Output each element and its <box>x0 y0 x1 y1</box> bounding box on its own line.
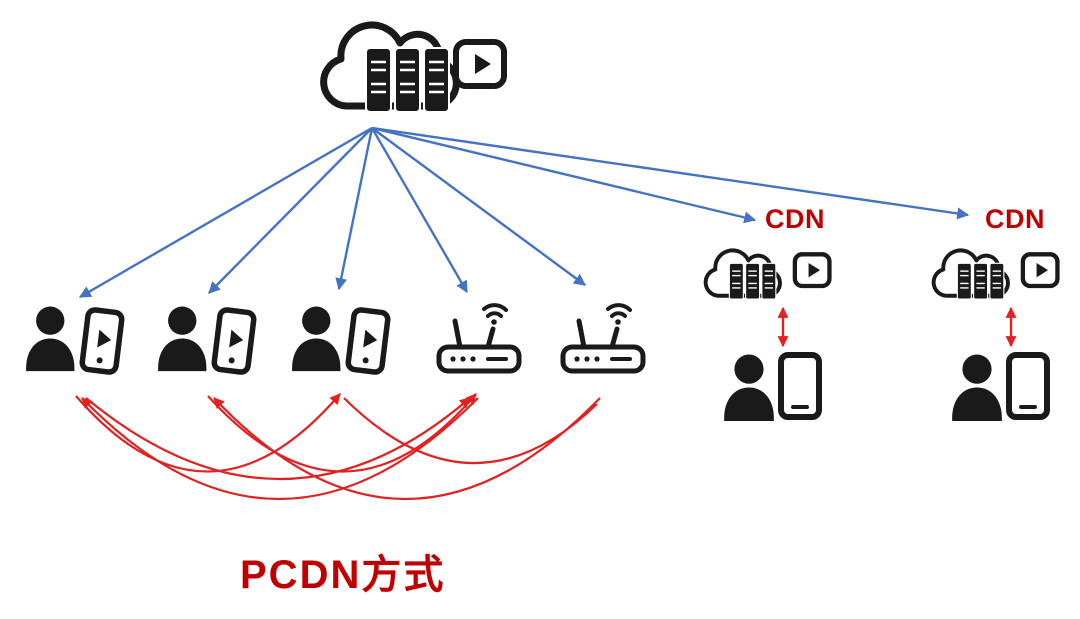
diagram-caption: PCDN方式 <box>240 553 446 597</box>
origin-video-player-icon <box>456 42 504 86</box>
smartphone-icon <box>781 355 819 417</box>
distribution-arrows <box>78 126 970 299</box>
origin-cloud-server-icon <box>324 25 457 112</box>
p2p-arrow <box>81 397 479 500</box>
person-icon <box>292 306 341 372</box>
distribution-arrow <box>371 126 757 224</box>
peer-user-2 <box>158 307 254 373</box>
origin-server <box>324 25 504 112</box>
person-icon <box>724 354 774 421</box>
cdn-node-2 <box>931 248 1058 421</box>
person-icon <box>26 306 75 372</box>
peer-user-1 <box>26 307 122 373</box>
distribution-arrow <box>371 126 970 220</box>
person-icon <box>158 306 207 372</box>
cdn-video-player-icon <box>1023 254 1058 286</box>
smartphone-icon <box>1009 355 1047 417</box>
cdn-node-1 <box>703 248 830 421</box>
distribution-arrow <box>335 127 374 291</box>
distribution-arrow <box>78 126 373 299</box>
distribution-arrow <box>370 127 469 294</box>
distribution-arrow <box>371 127 586 286</box>
phone-video-icon <box>347 309 388 373</box>
cdn-video-player-icon <box>795 254 830 286</box>
distribution-arrow <box>208 127 373 294</box>
cdn-cloud-server-icon <box>703 248 782 302</box>
peer-user-3 <box>292 307 388 373</box>
router-icon <box>563 305 643 371</box>
p2p-arrow <box>85 397 471 481</box>
cdn-label: CDN <box>985 204 1045 234</box>
person-icon <box>952 354 1002 421</box>
router-icon <box>439 305 519 371</box>
p2p-arrow <box>207 393 477 473</box>
p2p-arrow <box>343 397 598 465</box>
phone-video-icon <box>81 309 122 373</box>
p2p-arrows <box>75 393 601 500</box>
p2p-arrow <box>75 393 341 473</box>
p2p-arrow <box>213 397 601 500</box>
cdn-cloud-server-icon <box>931 248 1010 302</box>
phone-video-icon <box>213 309 254 373</box>
cdn-label: CDN <box>765 204 825 234</box>
